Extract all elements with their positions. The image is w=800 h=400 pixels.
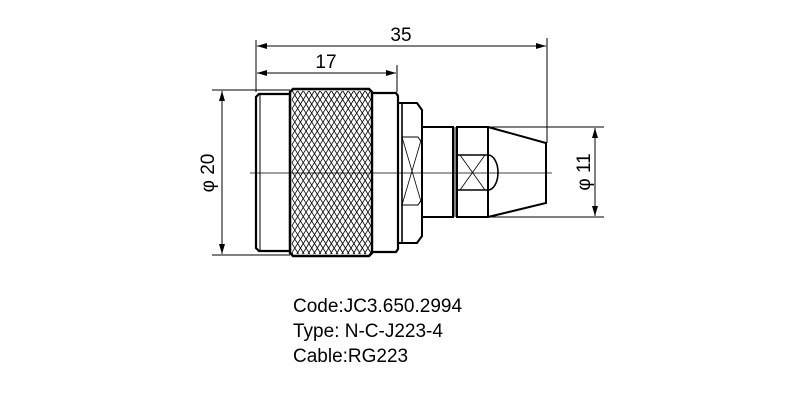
front-ring: [254, 92, 292, 253]
knurl-line: [291, 90, 372, 218]
knurl-line: [308, 90, 372, 191]
knurl-line: [291, 207, 322, 255]
knurl-line: [291, 252, 294, 255]
knurl-line: [359, 90, 372, 110]
knurl-line: [291, 90, 298, 100]
dimension-17-label: 17: [315, 52, 336, 73]
knurl-line: [318, 170, 372, 255]
knurl-line: [291, 90, 309, 118]
knurl-line: [363, 242, 372, 255]
rear-ring: [372, 91, 400, 254]
knurl-line: [342, 90, 372, 137]
knurl-line: [291, 90, 366, 208]
spec-type: Type: N-C-J223-4: [293, 321, 443, 342]
knurl-line: [296, 134, 372, 255]
knurl-line: [330, 188, 372, 255]
knurl-line: [291, 90, 371, 217]
dimension-body-length: [257, 65, 398, 92]
knurl-line: [341, 206, 372, 255]
knurl-line: [291, 90, 354, 190]
knurl-line: [291, 90, 349, 181]
knurl-line: [325, 90, 372, 164]
knurl-line: [347, 215, 372, 255]
knurl-line: [307, 152, 372, 255]
knurl-line: [353, 90, 372, 119]
knurl-line: [291, 90, 360, 199]
knurl-line: [291, 153, 356, 255]
knurl-line: [336, 90, 372, 146]
dimension-35-label: 35: [390, 25, 411, 46]
knurl-line: [291, 98, 372, 226]
spec-code: Code:JC3.650.2994: [293, 296, 463, 317]
crimp-ferrule: [456, 126, 547, 218]
knurl-line: [352, 224, 372, 255]
knurl-line: [291, 90, 343, 172]
knurl-line: [297, 90, 372, 209]
knurl-line: [303, 90, 372, 200]
knurl-line: [314, 90, 372, 182]
knurl-line: [313, 161, 372, 255]
knurl-line: [324, 179, 372, 255]
knurl-line: [348, 90, 372, 128]
knurl-line: [302, 143, 372, 255]
knurl-outline: [288, 87, 374, 258]
knurl-line: [291, 90, 315, 127]
knurl-line: [331, 90, 372, 155]
knurl-line: [320, 90, 372, 173]
knurl-line: [291, 180, 339, 255]
dimension-phi20-label: φ 20: [198, 154, 219, 193]
knurl-line: [291, 144, 361, 255]
dimension-cable-end-diameter: [488, 126, 604, 218]
dimension-body-diameter: [212, 89, 290, 256]
knurl-line: [291, 90, 326, 145]
knurl-line: [291, 125, 372, 253]
spec-cable: Cable:RG223: [293, 346, 409, 367]
knurl-line: [291, 90, 304, 109]
knurl-line: [291, 234, 305, 255]
knurl-line: [291, 90, 338, 163]
knurl-line: [291, 90, 321, 136]
knurl-line: [369, 251, 372, 255]
knurl-line: [365, 90, 372, 101]
dimension-overall-length: [255, 38, 548, 143]
connector-body: [254, 87, 547, 258]
dimension-phi11-label: φ 11: [574, 153, 595, 190]
knurl-line: [291, 116, 372, 244]
knurl-line: [358, 233, 372, 255]
knurl-line: [291, 90, 332, 154]
body-neck: [421, 126, 454, 218]
knurled-coupling-nut: [288, 87, 374, 258]
knurl-line: [335, 197, 372, 255]
knurl-pattern: [291, 90, 372, 255]
knurl-line: [291, 107, 372, 235]
